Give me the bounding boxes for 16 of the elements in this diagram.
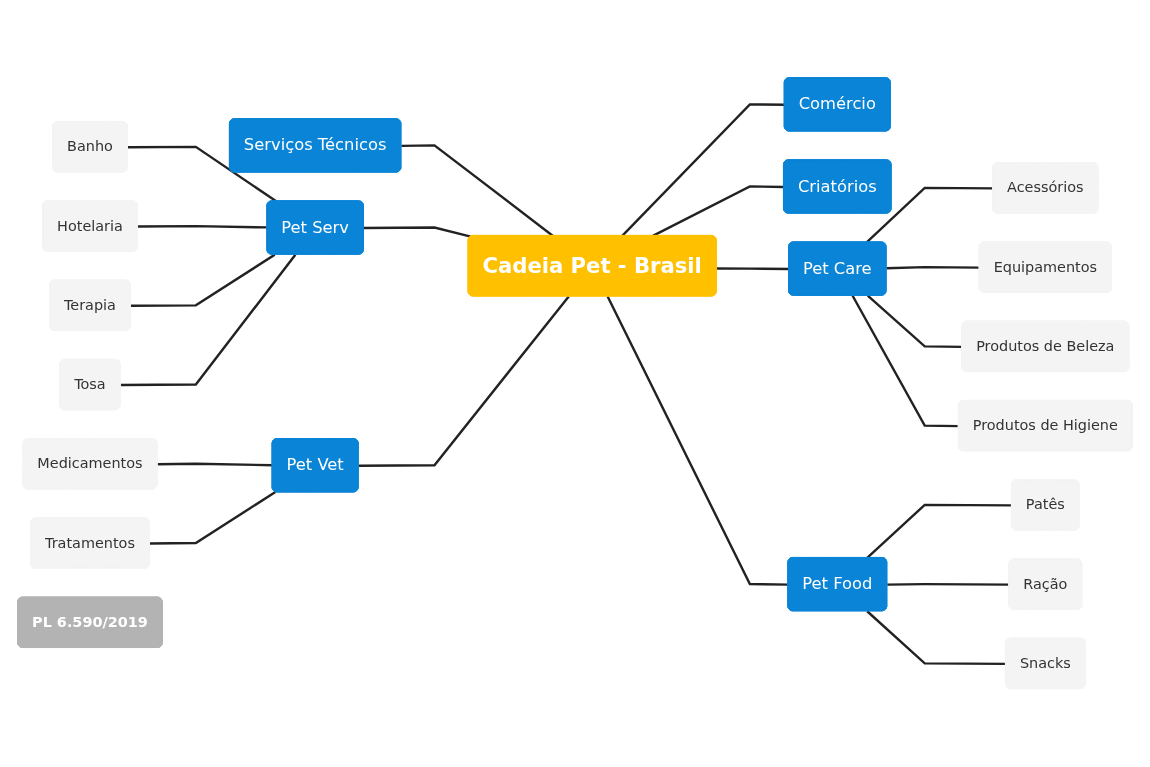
connector [149, 491, 277, 546]
connector [120, 254, 297, 387]
connector [865, 187, 994, 244]
connector [127, 146, 277, 203]
connector [137, 225, 268, 229]
connector [157, 463, 273, 467]
connector [358, 296, 570, 468]
connector [887, 583, 1010, 587]
connector [866, 295, 963, 349]
connector [886, 266, 980, 270]
connector [866, 610, 1006, 666]
connector [606, 296, 789, 587]
connector [716, 267, 789, 271]
connector [130, 254, 276, 308]
connector [363, 226, 472, 239]
connector [851, 295, 959, 428]
